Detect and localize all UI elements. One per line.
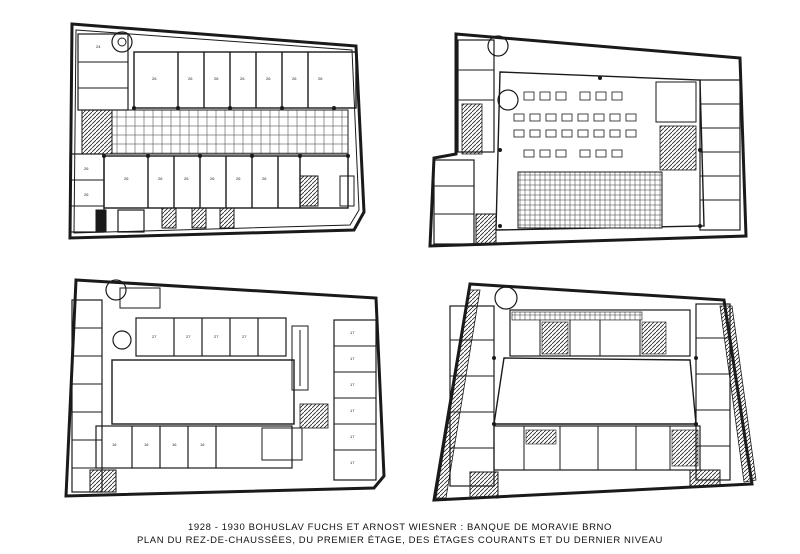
plan-ground-room-label: 26: [318, 76, 323, 81]
plan-typical-room-label: 16: [172, 442, 177, 447]
plan-typical-floors: 27 27 27 27 16 16 16 16 17 17 17 17 17 1…: [64, 278, 386, 498]
plan-ground-room-label: 26: [184, 176, 189, 181]
plan-ground-top-rooms: [133, 51, 357, 109]
plan-ground-floor: 24 26 26 26 26 26 26 26 26 26 26 26 26 2…: [68, 22, 366, 240]
plan-ground-room-label: 24: [96, 44, 101, 49]
plan-typical-room-label: 17: [350, 382, 355, 387]
plan-typical-room-label: 17: [350, 460, 355, 465]
plan-first-spiral-stair: [487, 35, 509, 57]
plan-ground-room-label: 26: [84, 192, 89, 197]
plan-ground-hall: [111, 109, 349, 155]
plan-typical-room-label: 27: [214, 334, 219, 339]
plan-ground-spiral-stair: [111, 31, 133, 53]
plan-typical-outline: [64, 278, 386, 498]
plan-top-courtyard: [493, 357, 697, 425]
plan-ground-room-label: 26: [214, 76, 219, 81]
plan-typical-room-label: 27: [242, 334, 247, 339]
caption-title: 1928 - 1930 BOHUSLAV FUCHS ET ARNOST WIE…: [188, 522, 612, 533]
plan-typical-room-label: 16: [144, 442, 149, 447]
plan-ground-room-label: 26: [292, 76, 297, 81]
plan-ground-room-label: 26: [124, 176, 129, 181]
plan-typical-room-label: 27: [186, 334, 191, 339]
plan-typical-room-label: 16: [200, 442, 205, 447]
plan-ground-room-label: 26: [158, 176, 163, 181]
plan-ground-room-label: 26: [236, 176, 241, 181]
plan-ground-room-label: 26: [210, 176, 215, 181]
plan-typical-conference-table: [291, 325, 309, 391]
plan-first-banking-hall: [495, 71, 705, 231]
plan-typical-room-label: 16: [112, 442, 117, 447]
plan-ground-bottom-rooms: [103, 155, 349, 209]
plan-typical-room-label: 17: [350, 330, 355, 335]
plan-typical-room-label: 17: [350, 434, 355, 439]
plan-first-desks: [513, 91, 637, 158]
plan-first-outline: [428, 32, 748, 248]
plan-top-level: [432, 282, 757, 502]
floor-plans-drawing: 24 26 26 26 26 26 26 26 26 26 26 26 26 2…: [64, 22, 757, 502]
plan-typical-top-rooms: [135, 317, 287, 357]
plan-ground-room-label: 26: [240, 76, 245, 81]
plan-typical-room-label: 17: [350, 356, 355, 361]
caption-subtitle: PLAN DU REZ-DE-CHAUSSÉES, DU PREMIER ÉTA…: [136, 535, 663, 546]
plan-first-floor: [428, 32, 748, 248]
plan-typical-room-label: 27: [152, 334, 157, 339]
plan-top-spiral-stair: [494, 286, 518, 310]
plan-ground-room-label: 26: [262, 176, 267, 181]
plan-typical-spiral-stair: [105, 279, 127, 301]
plan-typical-room-label: 17: [350, 408, 355, 413]
plan-ground-room-label: 26: [188, 76, 193, 81]
plan-ground-room-label: 26: [84, 166, 89, 171]
plan-typical-courtyard: [111, 359, 295, 425]
plan-top-outline: [432, 282, 754, 502]
plan-ground-room-label: 26: [152, 76, 157, 81]
plan-ground-room-label: 26: [266, 76, 271, 81]
plan-typical-bottom-rooms: [95, 425, 293, 469]
